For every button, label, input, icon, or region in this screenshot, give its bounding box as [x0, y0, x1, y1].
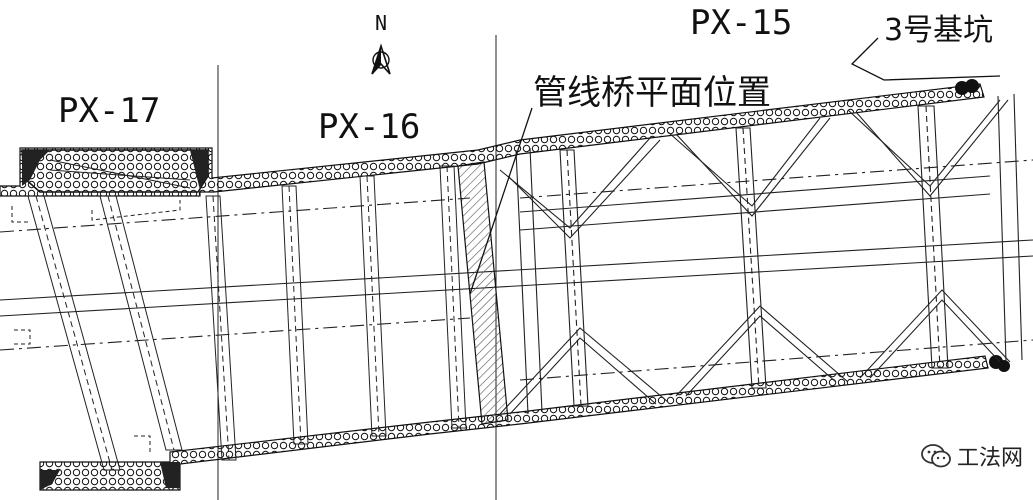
wechat-bubble-icon — [921, 444, 951, 468]
pit-label: 3号基坑 — [884, 13, 993, 48]
north-arrow-icon — [371, 43, 391, 75]
bottom-wall — [39, 355, 989, 491]
pipe-bridge-label: 管线桥平面位置 — [533, 73, 771, 113]
section-label-px17: PX-17 — [58, 91, 160, 131]
px16-struts — [205, 165, 467, 461]
leader-lines — [469, 37, 1001, 295]
watermark-text: 工法网 — [956, 446, 1023, 471]
px15-bracing — [499, 93, 1023, 415]
watermark: 工法网 — [921, 440, 1023, 472]
north-label: N — [375, 11, 387, 35]
section-label-px15: PX-15 — [690, 3, 792, 43]
px17-struts — [11, 159, 191, 471]
wall-end-caps — [955, 79, 1010, 372]
top-wall — [0, 83, 985, 197]
pipe-bridge-band — [457, 161, 509, 425]
section-label-px16: PX-16 — [318, 107, 420, 147]
